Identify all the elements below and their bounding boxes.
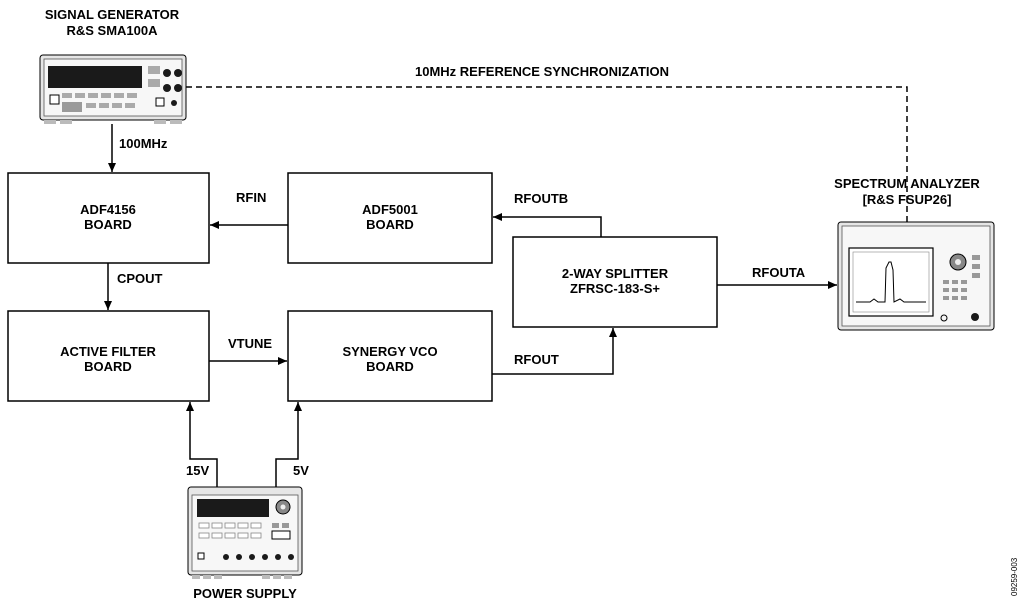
- vco-subtitle: BOARD: [366, 359, 414, 374]
- adf5001-board: ADF5001 BOARD: [287, 172, 493, 264]
- ref-sync-connection: 10MHz REFERENCE SYNCHRONIZATION: [186, 64, 908, 222]
- supply-15v-connection: 15V: [186, 402, 218, 487]
- cpout-connection: CPOUT: [104, 263, 163, 310]
- rfin-label: RFIN: [236, 190, 266, 205]
- active-filter-board: ACTIVE FILTER BOARD: [7, 310, 210, 402]
- power-supply-icon: [187, 486, 303, 579]
- signal-generator-model: R&S SMA100A: [66, 23, 158, 38]
- adf4156-board-title: ADF4156: [80, 202, 136, 217]
- adf5001-board-subtitle: BOARD: [366, 217, 414, 232]
- vtune-label: VTUNE: [228, 336, 272, 351]
- vtune-connection: VTUNE: [209, 336, 287, 365]
- vco-title: SYNERGY VCO: [342, 344, 437, 359]
- splitter-box: 2-WAY SPLITTER ZFRSC-183-S+: [512, 236, 718, 328]
- figure-code: 09259-003: [1010, 557, 1019, 596]
- ref-sync-label: 10MHz REFERENCE SYNCHRONIZATION: [415, 64, 669, 79]
- spectrum-analyzer-icon: [837, 221, 995, 331]
- cpout-label: CPOUT: [117, 271, 163, 286]
- rfoutb-label: RFOUTB: [514, 191, 568, 206]
- ref-100mhz-label: 100MHz: [119, 136, 168, 151]
- rfout-connection: RFOUT: [492, 328, 617, 375]
- spectrum-analyzer: SPECTRUM ANALYZER [R&S FSUP26]: [834, 176, 995, 331]
- rfout-label: RFOUT: [514, 352, 559, 367]
- rfouta-label: RFOUTA: [752, 265, 806, 280]
- adf4156-board: ADF4156 BOARD: [7, 172, 210, 264]
- spectrum-analyzer-title: SPECTRUM ANALYZER: [834, 176, 980, 191]
- power-supply: POWER SUPPLY: [187, 486, 303, 601]
- power-supply-label: POWER SUPPLY: [193, 586, 297, 601]
- rfoutb-connection: RFOUTB: [493, 191, 602, 237]
- rfouta-connection: RFOUTA: [717, 265, 837, 289]
- rfin-connection: RFIN: [210, 190, 288, 229]
- signal-generator: SIGNAL GENERATOR R&S SMA100A: [39, 7, 187, 124]
- splitter-subtitle: ZFRSC-183-S+: [570, 281, 660, 296]
- signal-generator-icon: [39, 54, 187, 124]
- supply-5v-label: 5V: [293, 463, 309, 478]
- active-filter-title: ACTIVE FILTER: [60, 344, 156, 359]
- signal-generator-title: SIGNAL GENERATOR: [45, 7, 180, 22]
- supply-15v-label: 15V: [186, 463, 209, 478]
- adf5001-board-title: ADF5001: [362, 202, 418, 217]
- supply-5v-connection: 5V: [275, 402, 309, 487]
- vco-board: SYNERGY VCO BOARD: [287, 310, 493, 402]
- adf4156-board-subtitle: BOARD: [84, 217, 132, 232]
- active-filter-subtitle: BOARD: [84, 359, 132, 374]
- ref-100mhz-connection: 100MHz: [108, 124, 168, 172]
- splitter-title: 2-WAY SPLITTER: [562, 266, 669, 281]
